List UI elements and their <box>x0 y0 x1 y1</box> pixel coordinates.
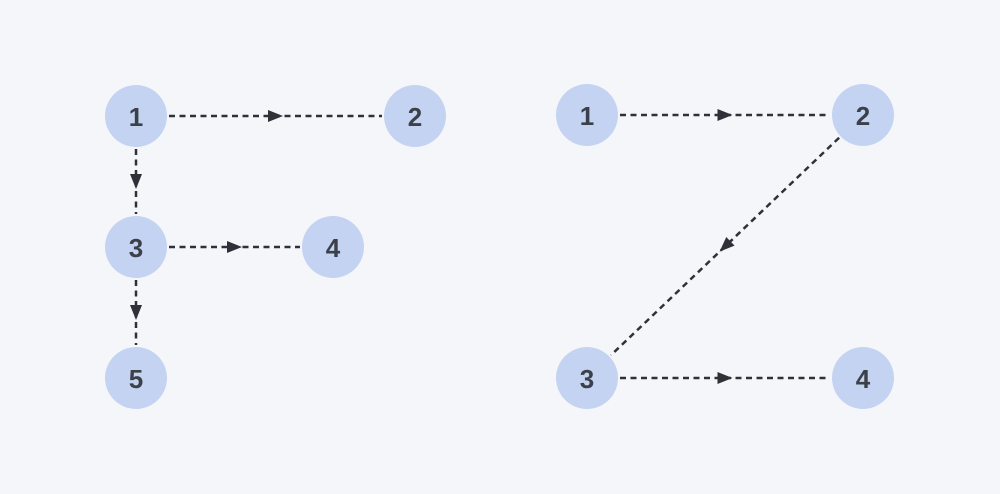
arrowhead-icon <box>130 305 142 320</box>
arrowhead-icon <box>227 241 242 253</box>
node-label-left-graph-5: 5 <box>129 364 143 394</box>
node-label-right-graph-2: 2 <box>856 101 870 131</box>
node-circle-left-graph-5 <box>105 347 167 409</box>
node-circle-left-graph-3 <box>105 216 167 278</box>
node-circle-left-graph-4 <box>302 216 364 278</box>
node-label-left-graph-4: 4 <box>326 233 341 263</box>
arrowhead-icon <box>717 372 733 384</box>
node-circle-left-graph-2 <box>384 85 446 147</box>
node-circle-right-graph-1 <box>556 84 618 146</box>
node-circle-right-graph-2 <box>832 84 894 146</box>
arrowhead-icon <box>719 236 735 252</box>
node-circle-right-graph-4 <box>832 347 894 409</box>
node-label-right-graph-1: 1 <box>580 101 594 131</box>
node-label-right-graph-3: 3 <box>580 364 594 394</box>
left-graph: 1 2 3 4 5 <box>105 85 446 409</box>
node-label-left-graph-3: 3 <box>129 233 143 263</box>
right-graph: 1 2 3 4 <box>556 84 894 409</box>
node-label-left-graph-2: 2 <box>408 102 422 132</box>
arrowhead-icon <box>130 174 142 189</box>
node-label-right-graph-4: 4 <box>856 364 871 394</box>
node-label-left-graph-1: 1 <box>129 102 143 132</box>
arrowhead-icon <box>268 110 283 122</box>
node-circle-right-graph-3 <box>556 347 618 409</box>
arrowhead-icon <box>717 109 733 121</box>
node-circle-left-graph-1 <box>105 85 167 147</box>
